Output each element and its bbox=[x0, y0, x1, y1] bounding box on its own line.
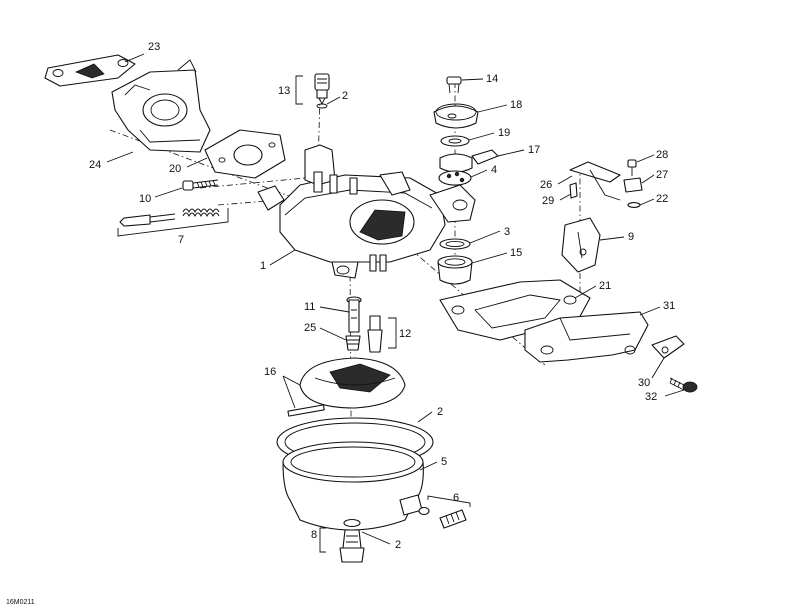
part-washer-19 bbox=[440, 135, 470, 147]
callout-13: 13 bbox=[278, 85, 290, 97]
callout-18: 18 bbox=[510, 99, 522, 111]
callout-8: 8 bbox=[311, 529, 317, 541]
part-bowl-bolt-8 bbox=[319, 518, 365, 563]
part-drain-screw-6 bbox=[418, 495, 471, 529]
callout-22: 22 bbox=[656, 193, 668, 205]
callout-2-bottom: 2 bbox=[395, 539, 401, 551]
callout-21: 21 bbox=[599, 280, 611, 292]
part-air-plate-24 bbox=[111, 59, 211, 153]
callout-12: 12 bbox=[399, 328, 411, 340]
callout-10: 10 bbox=[139, 193, 151, 205]
callout-2-gasket: 2 bbox=[437, 406, 443, 418]
callout-20: 20 bbox=[169, 163, 181, 175]
part-washer-22 bbox=[627, 202, 641, 208]
callout-15: 15 bbox=[510, 247, 522, 259]
drawing-reference: 16M0211 bbox=[6, 599, 35, 606]
part-oring-3 bbox=[439, 238, 471, 250]
part-screw-28 bbox=[627, 159, 637, 176]
callout-4: 4 bbox=[491, 164, 497, 176]
part-link-arm-26 bbox=[569, 161, 621, 201]
callout-24: 24 bbox=[89, 159, 101, 171]
callout-7: 7 bbox=[178, 234, 184, 246]
part-float-bowl-5 bbox=[282, 441, 424, 531]
callout-2-top: 2 bbox=[342, 90, 348, 102]
part-float-16 bbox=[287, 357, 406, 417]
part-screw-10 bbox=[182, 179, 219, 191]
part-main-jet-12 bbox=[367, 315, 397, 353]
callout-19: 19 bbox=[498, 127, 510, 139]
callout-11: 11 bbox=[304, 301, 315, 313]
callout-9: 9 bbox=[628, 231, 634, 243]
part-diaphragm-4 bbox=[438, 170, 472, 186]
part-nut-27 bbox=[623, 177, 643, 193]
part-bracket-31 bbox=[524, 311, 649, 363]
callout-26: 26 bbox=[540, 179, 552, 191]
part-needle-11 bbox=[346, 296, 362, 333]
callout-29: 29 bbox=[542, 195, 554, 207]
part-choke-lever-17 bbox=[439, 149, 499, 173]
callout-5: 5 bbox=[441, 456, 447, 468]
part-gasket-23 bbox=[44, 54, 136, 87]
leader-lines bbox=[106, 53, 685, 545]
callout-1: 1 bbox=[260, 260, 266, 272]
callout-6: 6 bbox=[453, 492, 459, 504]
callouts: 23 24 20 10 7 1 13 2 14 18 19 17 4 3 15 … bbox=[89, 41, 675, 551]
part-carburetor-body-1 bbox=[257, 144, 476, 279]
callout-23: 23 bbox=[148, 41, 160, 53]
callout-31: 31 bbox=[663, 300, 675, 312]
part-jet-13 bbox=[295, 73, 330, 109]
callout-27: 27 bbox=[656, 169, 668, 181]
callout-17: 17 bbox=[528, 144, 540, 156]
part-cover-18 bbox=[433, 103, 479, 129]
callout-25: 25 bbox=[304, 322, 316, 334]
callout-3: 3 bbox=[504, 226, 510, 238]
callout-28: 28 bbox=[656, 149, 668, 161]
callout-32: 32 bbox=[645, 391, 657, 403]
callout-14: 14 bbox=[486, 73, 498, 85]
part-spring-25 bbox=[345, 335, 361, 351]
part-clip-30 bbox=[651, 335, 685, 359]
part-gasket-20 bbox=[204, 129, 286, 179]
callout-16: 16 bbox=[264, 366, 276, 378]
part-pin-29 bbox=[569, 182, 578, 199]
part-screw-14 bbox=[446, 76, 462, 94]
part-screw-32 bbox=[669, 377, 698, 393]
part-idle-needle-7 bbox=[117, 208, 229, 237]
callout-30: 30 bbox=[638, 377, 650, 389]
part-spacer-15 bbox=[437, 255, 473, 285]
part-float-clip-9 bbox=[561, 217, 601, 273]
